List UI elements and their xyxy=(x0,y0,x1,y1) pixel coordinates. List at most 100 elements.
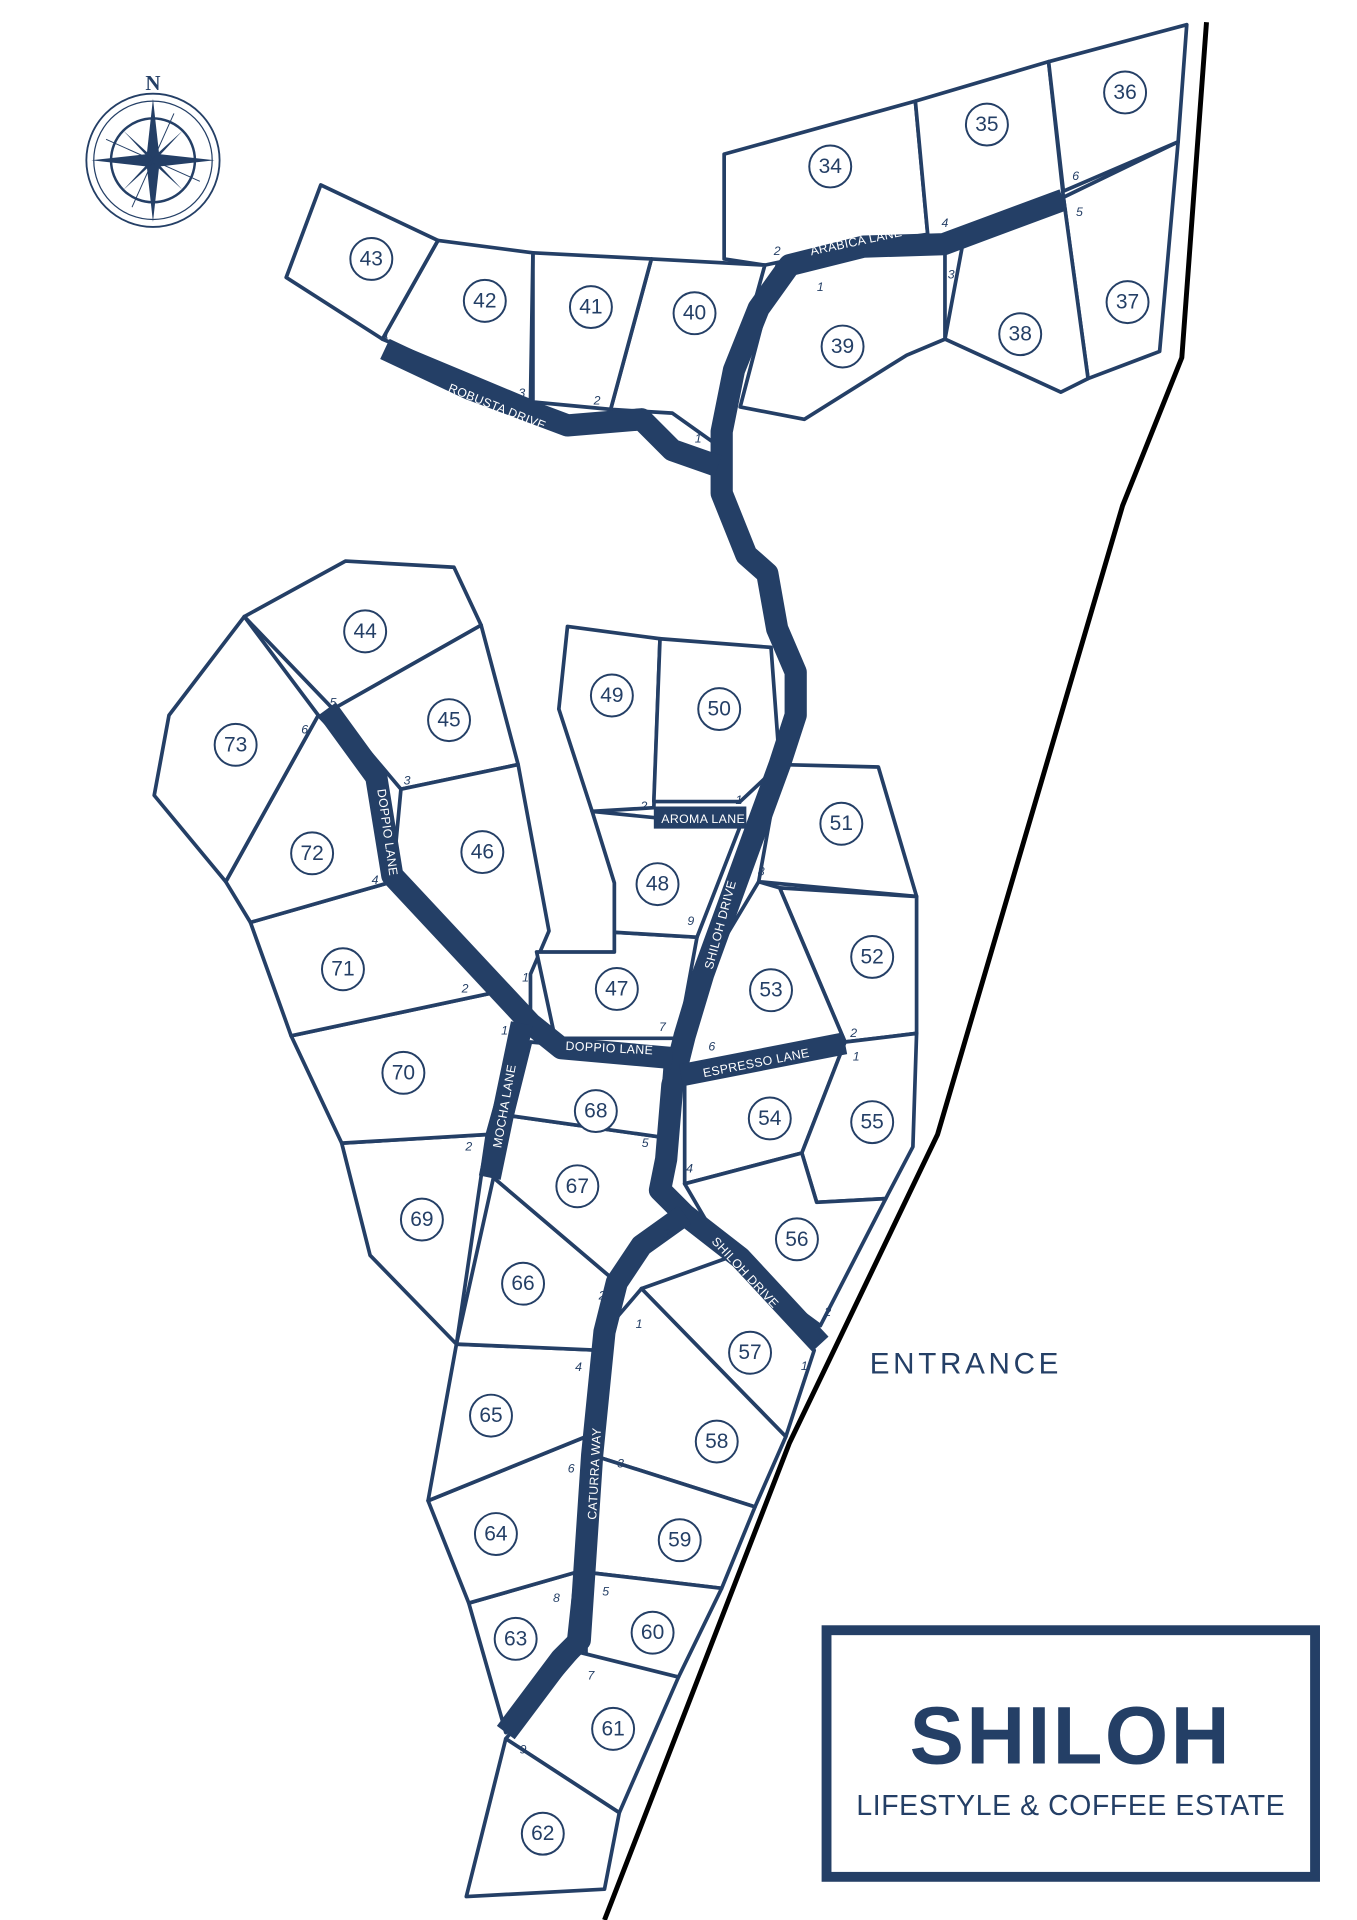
lot-number-badge xyxy=(320,947,365,992)
lot-number: 59 xyxy=(668,1529,691,1552)
lot-number-badge xyxy=(213,722,258,767)
lot-number: 41 xyxy=(579,296,602,319)
junction-number: 8 xyxy=(553,1591,560,1605)
lot-number-badge xyxy=(349,237,394,281)
junction-number: 4 xyxy=(942,216,949,230)
lot-number: 53 xyxy=(759,979,782,1002)
lot-35[interactable]: 35 xyxy=(913,59,1066,247)
lot-number-badge xyxy=(594,967,639,1011)
arabica-lane-road xyxy=(648,189,1068,1352)
lot-number-badge xyxy=(697,687,742,732)
lot-number-badge xyxy=(589,673,634,718)
lot-39[interactable]: 39 xyxy=(738,242,947,422)
lot-number-badge xyxy=(850,1100,895,1145)
lot-number-badge xyxy=(749,968,793,1013)
lot-number-badge xyxy=(573,1089,618,1134)
lot-56[interactable]: 56 xyxy=(682,1151,888,1328)
junction-number: 4 xyxy=(575,1360,582,1374)
lot-number: 62 xyxy=(531,1822,554,1845)
lot-number: 44 xyxy=(353,620,377,643)
junction-number: 2 xyxy=(823,1305,831,1319)
lot-number-badge xyxy=(964,102,1009,147)
lot-50[interactable]: 50 xyxy=(651,636,782,804)
lot-41[interactable]: 41 xyxy=(531,250,654,412)
street-label: DOPPIO LANE xyxy=(565,1039,653,1058)
junction-number: 2 xyxy=(461,982,469,996)
street-label: AROMA LANE xyxy=(661,812,745,826)
entrance-label: ENTRANCE xyxy=(870,1348,1062,1381)
lot-58[interactable]: 58 xyxy=(590,1286,788,1509)
lot-number: 40 xyxy=(683,302,706,325)
lot-60[interactable]: 60 xyxy=(584,1570,724,1679)
lot-43[interactable]: 43 xyxy=(284,183,440,341)
lot-number-badge xyxy=(462,278,507,323)
lot-36[interactable]: 36 xyxy=(1046,22,1189,193)
lot-37[interactable]: 37 xyxy=(1061,139,1180,381)
lot-number: 43 xyxy=(360,247,383,270)
compass-rose-icon: N xyxy=(85,71,221,228)
lot-number-badge xyxy=(290,831,335,876)
estate-logo: SHILOH LIFESTYLE & COFFEE ESTATE xyxy=(821,1625,1320,1882)
lot-number-badge xyxy=(747,1096,792,1141)
lot-number: 52 xyxy=(861,945,884,968)
lot-number-badge xyxy=(343,609,388,654)
junction-number: 3 xyxy=(617,1456,624,1470)
logo-name: SHILOH xyxy=(910,1690,1232,1781)
junction-number: 1 xyxy=(736,793,743,807)
lot-number: 68 xyxy=(584,1100,607,1123)
junction-number: 6 xyxy=(301,723,308,737)
lot-number-badge xyxy=(672,291,717,336)
estate-boundary xyxy=(602,22,1209,1920)
lot-boundary[interactable] xyxy=(556,624,662,814)
lot-47[interactable]: 47 xyxy=(534,930,699,1041)
lot-66[interactable]: 66 xyxy=(454,1175,619,1353)
junction-number: 2 xyxy=(464,1140,472,1154)
lot-number: 56 xyxy=(785,1228,808,1251)
lot-number-badge xyxy=(381,1050,426,1095)
lot-number: 49 xyxy=(600,684,623,707)
junction-number: 1 xyxy=(695,432,702,446)
lot-62[interactable]: 62 xyxy=(464,1736,622,1899)
lot-68[interactable]: 68 xyxy=(510,1040,669,1139)
lot-number-badge xyxy=(998,312,1043,357)
junction-number: 1 xyxy=(636,1317,643,1331)
lot-49[interactable]: 49 xyxy=(556,624,662,814)
junction-number: 4 xyxy=(372,873,379,887)
junction-number: 1 xyxy=(801,1359,808,1373)
lot-number: 71 xyxy=(331,958,354,981)
logo-tagline: LIFESTYLE & COFFEE ESTATE xyxy=(856,1790,1285,1822)
lot-number-badge xyxy=(728,1330,773,1375)
lot-number-badge xyxy=(520,1811,565,1856)
lot-number: 48 xyxy=(646,873,669,896)
lot-63[interactable]: 63 xyxy=(466,1570,578,1735)
junction-number: 3 xyxy=(663,1227,670,1241)
compass-north-label: N xyxy=(145,71,160,95)
lot-number: 36 xyxy=(1113,81,1136,104)
lot-number: 51 xyxy=(830,812,853,835)
lot-number: 47 xyxy=(605,977,628,1000)
lot-number: 35 xyxy=(975,113,998,136)
lot-number: 65 xyxy=(479,1404,502,1427)
lot-number-badge xyxy=(850,934,895,979)
lot-number: 57 xyxy=(738,1341,761,1364)
lot-number-badge xyxy=(630,1610,675,1655)
lot-number-badge xyxy=(568,285,613,330)
junction-number: 9 xyxy=(687,914,694,928)
lot-44[interactable]: 44 xyxy=(242,559,483,711)
lot-number: 61 xyxy=(601,1717,624,1740)
junction-number: 5 xyxy=(330,696,337,710)
junction-number: 2 xyxy=(598,1289,606,1303)
lot-48[interactable]: 48 xyxy=(590,809,743,940)
junction-number: 2 xyxy=(593,393,601,407)
junction-number: 4 xyxy=(381,329,388,343)
junction-number: 8 xyxy=(758,865,765,879)
lot-number: 66 xyxy=(511,1272,534,1295)
lot-70[interactable]: 70 xyxy=(289,990,520,1145)
lot-number-badge xyxy=(427,698,472,743)
lot-73[interactable]: 73 xyxy=(152,614,321,884)
lot-number: 34 xyxy=(819,155,843,178)
doppio-lane-road xyxy=(317,702,674,1070)
lot-number-badge xyxy=(469,1393,513,1438)
lots-layer: 3435363738394041424344454647484950515253… xyxy=(152,22,1189,1899)
lot-number: 73 xyxy=(224,733,247,756)
